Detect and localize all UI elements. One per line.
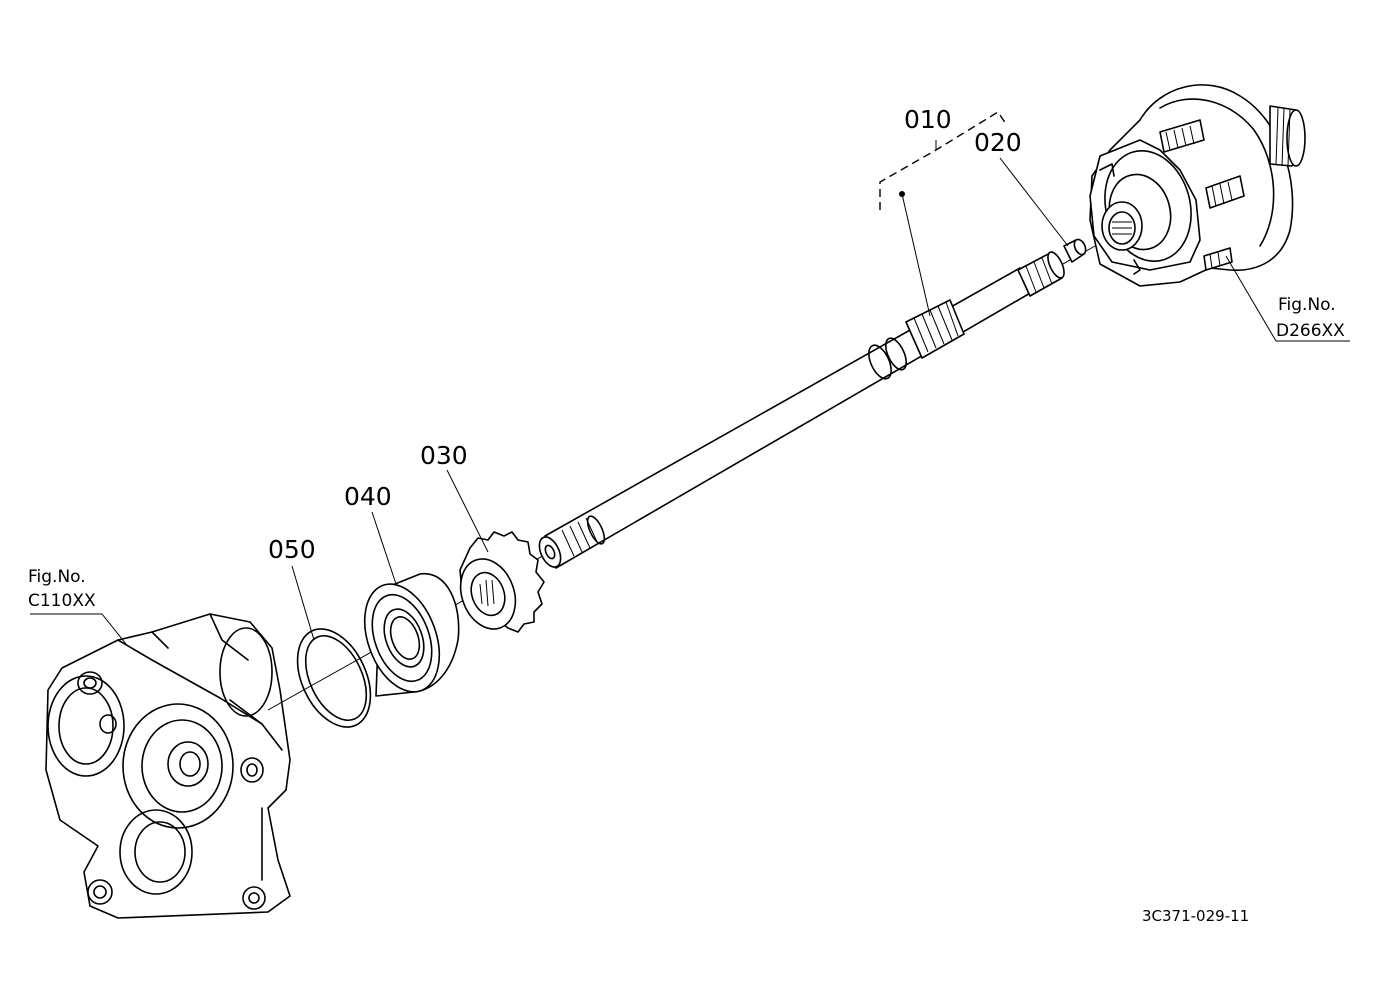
fig-ref-left-code: C110XX <box>28 591 96 611</box>
leader-lines <box>30 111 1350 645</box>
callout-040: 040 <box>344 482 392 511</box>
callout-010: 010 <box>904 105 952 134</box>
pin-020 <box>1063 238 1087 263</box>
callout-020: 020 <box>974 128 1022 157</box>
fig-ref-left-prefix: Fig.No. <box>28 567 86 587</box>
snap-ring-050 <box>296 628 372 728</box>
ball-bearing-040 <box>363 573 460 697</box>
callout-050: 050 <box>268 535 316 564</box>
fig-ref-right-code: D266XX <box>1276 321 1345 341</box>
housing-c110xx <box>45 613 291 919</box>
bevel-gear-030 <box>459 531 545 633</box>
fig-ref-right-prefix: Fig.No. <box>1278 295 1336 315</box>
callout-030: 030 <box>420 441 468 470</box>
drawing-code: 3C371-029-11 <box>1142 907 1249 925</box>
clutch-assembly-d266xx <box>1089 84 1306 287</box>
input-shaft-010 <box>538 251 1065 569</box>
